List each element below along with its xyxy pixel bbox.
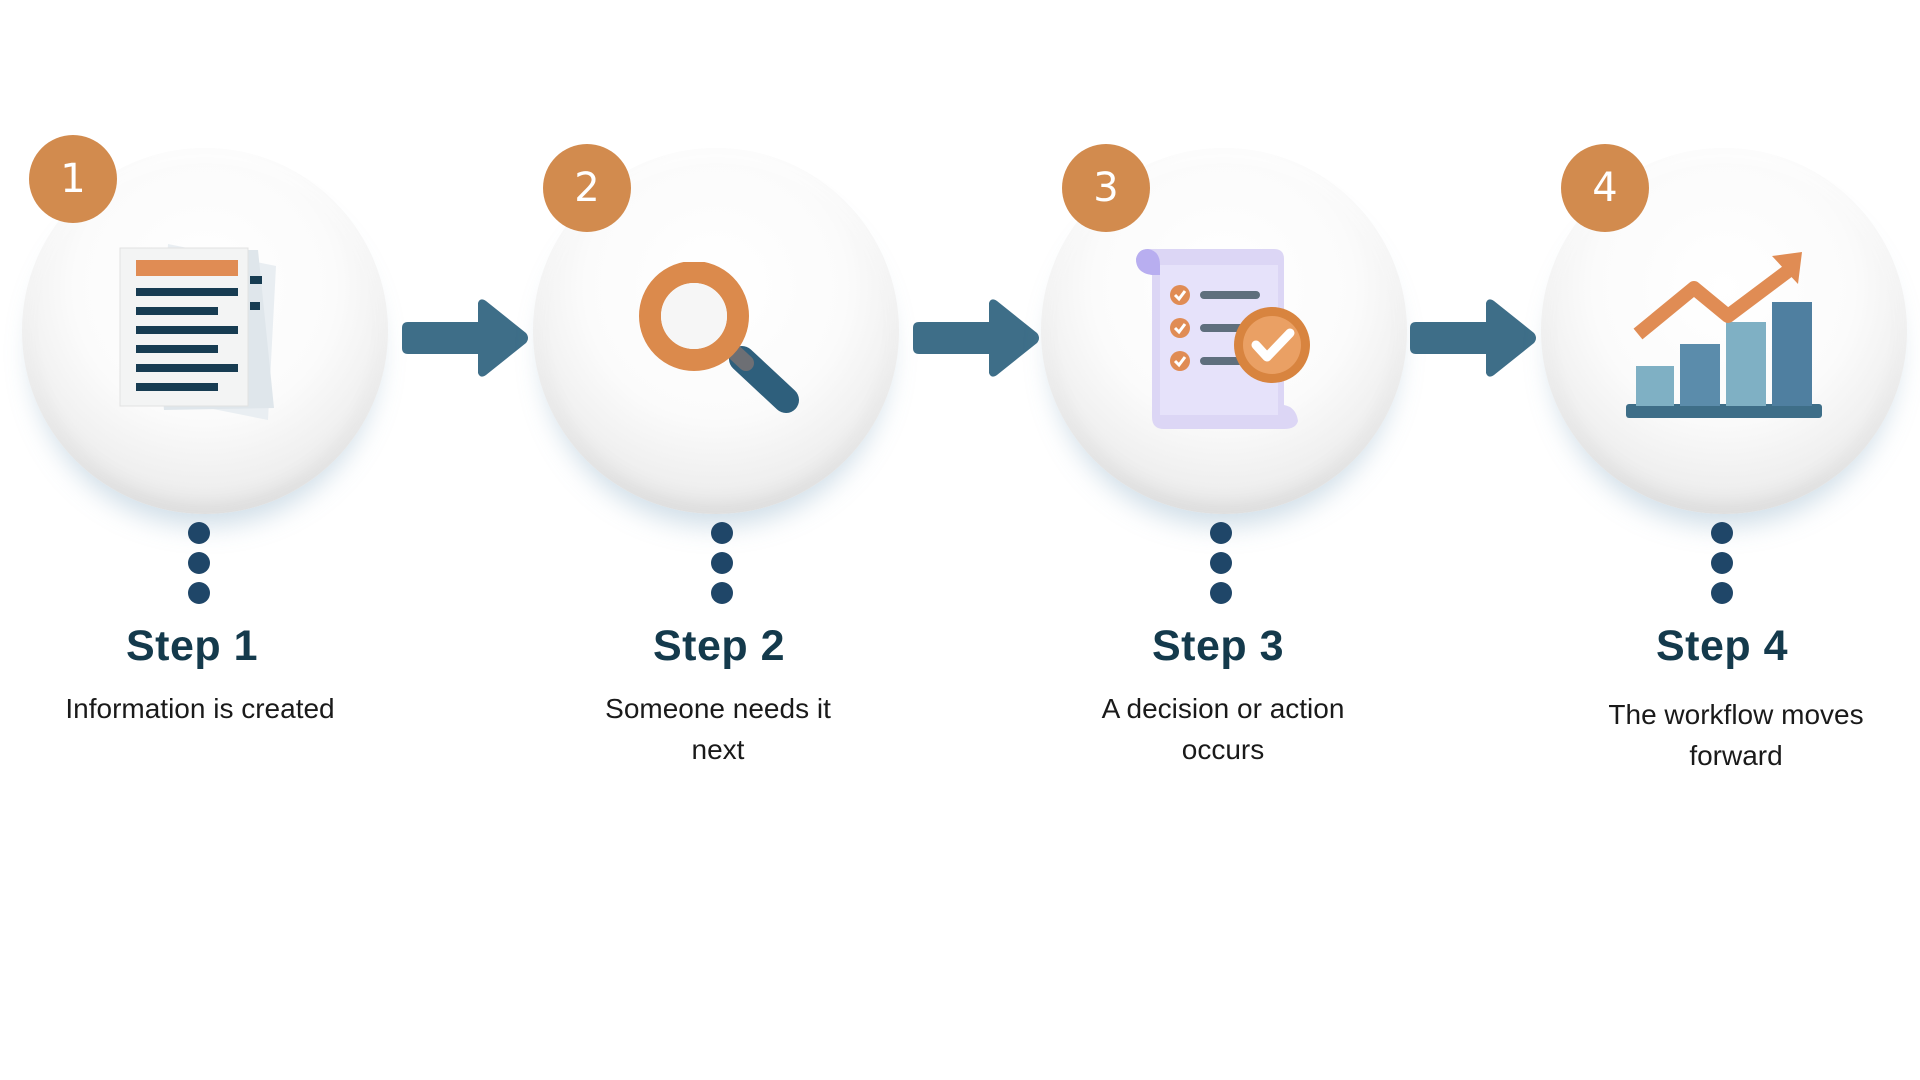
connector-dot — [1711, 552, 1733, 574]
arrow-2-icon — [913, 299, 1039, 377]
connector-dot — [188, 522, 210, 544]
step-1-title: Step 1 — [125, 622, 259, 670]
step-3-connector-dots — [1210, 522, 1234, 612]
step-2-number-badge: 2 — [543, 144, 631, 232]
step-1-number-badge: 1 — [29, 135, 117, 223]
step-4-title: Step 4 — [1655, 622, 1789, 670]
connector-dot — [1210, 552, 1232, 574]
connector-dot — [1711, 522, 1733, 544]
step-2-title: Step 2 — [652, 622, 786, 670]
connector-dot — [188, 582, 210, 604]
checklist-icon — [1136, 249, 1310, 429]
connector-dot — [1210, 582, 1232, 604]
document-icon — [119, 244, 276, 420]
step-3-title: Step 3 — [1151, 622, 1285, 670]
step-3-description: A decision or action occurs — [1101, 693, 1345, 765]
connector-dot — [711, 522, 733, 544]
step-4-connector-dots — [1711, 522, 1735, 612]
step-1-description: Information is created — [65, 693, 335, 724]
connector-dot — [711, 582, 733, 604]
magnifier-icon — [639, 262, 799, 413]
step-2-connector-dots — [711, 522, 735, 612]
connector-dot — [188, 552, 210, 574]
step-1-connector-dots — [188, 522, 212, 612]
connector-dot — [711, 552, 733, 574]
arrow-1-icon — [402, 299, 528, 377]
growth-chart-icon — [1626, 252, 1822, 418]
connector-dot — [1711, 582, 1733, 604]
step-2-description: Someone needs it next — [605, 693, 831, 765]
connector-dot — [1210, 522, 1232, 544]
step-4-description: The workflow moves forward — [1608, 699, 1864, 771]
arrow-3-icon — [1410, 299, 1536, 377]
step-3-number-badge: 3 — [1062, 144, 1150, 232]
step-4-number-badge: 4 — [1561, 144, 1649, 232]
